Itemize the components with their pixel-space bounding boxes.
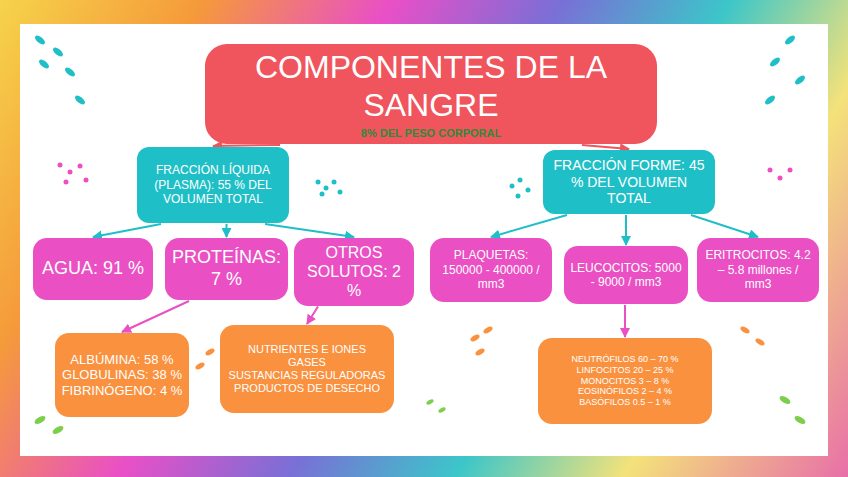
arrow-connector: [624, 305, 626, 337]
title-text: COMPONENTES DE LA SANGRE: [211, 48, 651, 125]
arrow-connector: [265, 224, 354, 237]
node-text: MONOCITOS 3 – 8 %: [581, 376, 669, 387]
node-text: EOSINÓFILOS 2 – 4 %: [578, 386, 672, 397]
arrow-connector: [307, 307, 318, 324]
node-text: GASES: [288, 356, 326, 369]
node-text: NUTRIENTES E IONES: [248, 343, 366, 356]
detail-box: NEUTRÓFILOS 60 – 70 %LINFOCITOS 20 – 25 …: [538, 338, 712, 424]
node-text: FIBRINÓGENO: 4 %: [62, 383, 183, 399]
node-text: GLOBULINAS: 38 %: [62, 367, 182, 383]
node-text: PRODUCTOS DE DESECHO: [234, 382, 380, 395]
component-box: AGUA: 91 %: [33, 238, 153, 300]
arrow-connector: [625, 215, 627, 245]
node-text: PROTEÍNAS: 7 %: [171, 247, 282, 290]
component-box: OTROS SOLUTOS: 2 %: [294, 238, 414, 306]
component-box: LEUCOCITOS: 5000 - 9000 / mm3: [564, 246, 688, 304]
node-text: OTROS SOLUTOS: 2 %: [300, 243, 408, 301]
component-box: PLAQUETAS: 150000 - 400000 / mm3: [430, 238, 552, 302]
component-box: PROTEÍNAS: 7 %: [165, 238, 288, 300]
arrow-connector: [691, 215, 758, 237]
arrow-connector: [226, 224, 228, 237]
arrow-connector: [582, 145, 629, 149]
node-text: ERITROCITOS: 4.2 – 5.8 millones / mm3: [703, 248, 813, 291]
title-box: COMPONENTES DE LA SANGRE 8% DEL PESO CORP…: [205, 44, 657, 144]
node-text: ALBÚMINA: 58 %: [70, 352, 173, 368]
node-text: AGUA: 91 %: [42, 258, 144, 280]
arrow-connector: [491, 215, 567, 237]
detail-box: ALBÚMINA: 58 %GLOBULINAS: 38 %FIBRINÓGEN…: [55, 333, 189, 417]
arrow-connector: [213, 145, 280, 146]
arrow-connector: [122, 301, 189, 332]
node-text: BASÓFILOS 0.5 – 1 %: [579, 397, 671, 408]
node-text: LEUCOCITOS: 5000 - 9000 / mm3: [570, 261, 682, 290]
node-text: PLAQUETAS: 150000 - 400000 / mm3: [436, 248, 546, 291]
component-box: ERITROCITOS: 4.2 – 5.8 millones / mm3: [697, 238, 819, 302]
node-text: SUSTANCIAS REGULADORAS: [229, 369, 386, 382]
arrow-connector: [93, 224, 161, 237]
detail-box: NUTRIENTES E IONESGASESSUSTANCIAS REGULA…: [220, 325, 394, 413]
subtitle-text: 8% DEL PESO CORPORAL: [361, 127, 501, 140]
fraction-box: FRACCIÓN FORME: 45 % DEL VOLUMEN TOTAL: [543, 150, 715, 214]
fraction-box: FRACCIÓN LÍQUIDA (PLASMA): 55 % DEL VOLU…: [137, 147, 289, 223]
node-text: LINFOCITOS 20 – 25 %: [577, 365, 674, 376]
node-text: NEUTRÓFILOS 60 – 70 %: [571, 354, 678, 365]
node-text: FRACCIÓN LÍQUIDA (PLASMA): 55 % DEL VOLU…: [143, 163, 283, 206]
node-text: FRACCIÓN FORME: 45 % DEL VOLUMEN TOTAL: [549, 157, 709, 207]
